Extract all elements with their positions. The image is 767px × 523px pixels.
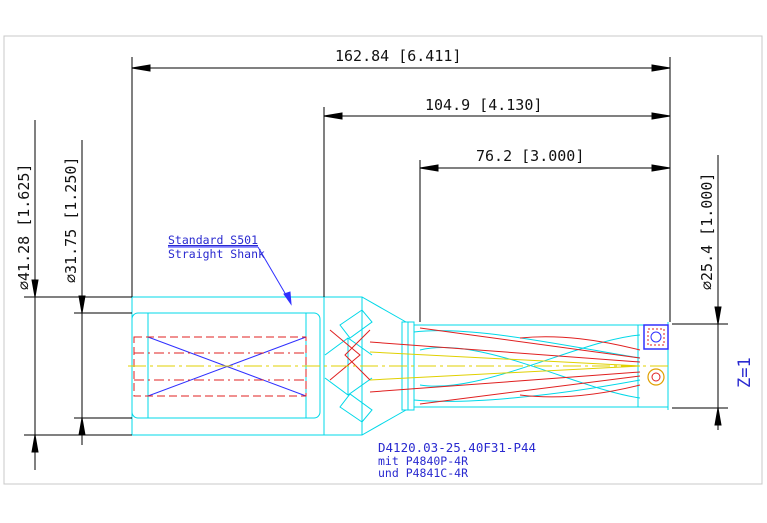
dim-shank-flange-diameter: ⌀41.28 [1.625] <box>15 164 33 290</box>
dim-drill-depth: 76.2 [3.000] <box>476 147 584 165</box>
z-count-label: Z=1 <box>735 357 755 388</box>
dim-cutting-diameter: ⌀25.4 [1.000] <box>698 173 716 290</box>
hidden-lines <box>133 327 641 405</box>
dimension-lines <box>24 57 728 470</box>
drawing-frame <box>3 35 763 485</box>
part-insert-line2: und P4841C-4R <box>378 466 468 480</box>
insert-group <box>643 324 669 386</box>
insert-peripheral <box>643 324 669 350</box>
dim-overall-length: 162.84 [6.411] <box>335 47 461 65</box>
dim-shank-diameter: ⌀31.75 [1.250] <box>62 157 80 283</box>
shank-note-line1: Standard S501 <box>168 233 258 247</box>
insert-central <box>647 368 665 386</box>
part-insert-line1: mit P4840P-4R <box>378 454 468 468</box>
shank-note-line2: Straight Shank <box>168 247 265 261</box>
part-number: D4120.03-25.40F31-P44 <box>378 440 536 455</box>
shank-note-leader <box>168 246 292 306</box>
dim-body-length: 104.9 [4.130] <box>425 96 542 114</box>
centerline <box>128 351 672 381</box>
